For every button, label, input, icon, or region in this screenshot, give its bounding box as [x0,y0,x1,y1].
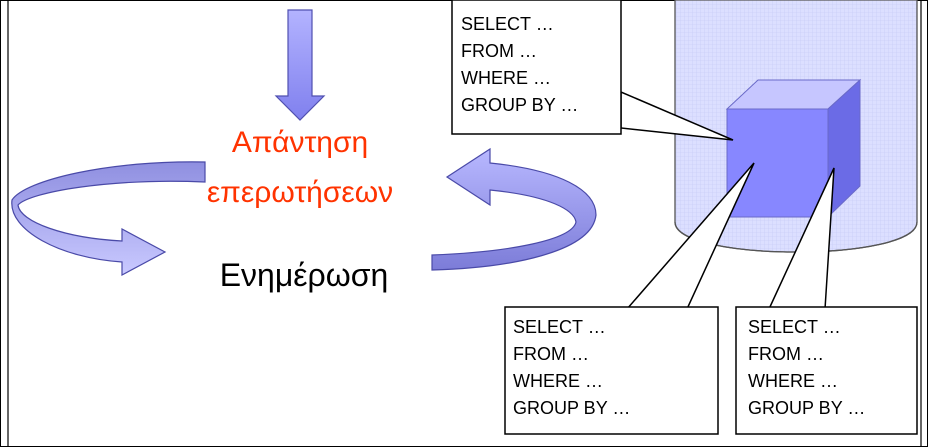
cycle-arrow-left [11,161,206,277]
sql-line: FROM … [461,41,537,61]
sql-line: SELECT … [461,14,554,34]
query-answering-label-line2: επερωτήσεων [207,176,393,209]
sql-callout-bottom-right: SELECT … FROM … WHERE … GROUP BY … [735,306,918,435]
sql-line: SELECT … [748,317,841,337]
cycle-arrow-right [431,147,597,271]
sql-line: FROM … [513,344,589,364]
sql-line: WHERE … [748,371,838,391]
sql-callout-bottom-left: SELECT … FROM … WHERE … GROUP BY … [504,306,719,435]
query-answering-label-line1: Απάντηση [232,126,368,159]
sql-line: SELECT … [513,317,606,337]
sql-line: WHERE … [513,371,603,391]
sql-line: WHERE … [461,68,551,88]
sql-line: FROM … [748,344,824,364]
data-cube [725,78,862,219]
sql-line: GROUP BY … [748,398,865,418]
sql-line: GROUP BY … [513,398,630,418]
sql-line: GROUP BY … [461,95,578,115]
update-label: Ενημέρωση [220,257,389,293]
sql-callout-top: SELECT … FROM … WHERE … GROUP BY … [451,0,622,135]
down-arrow-icon [274,9,326,121]
